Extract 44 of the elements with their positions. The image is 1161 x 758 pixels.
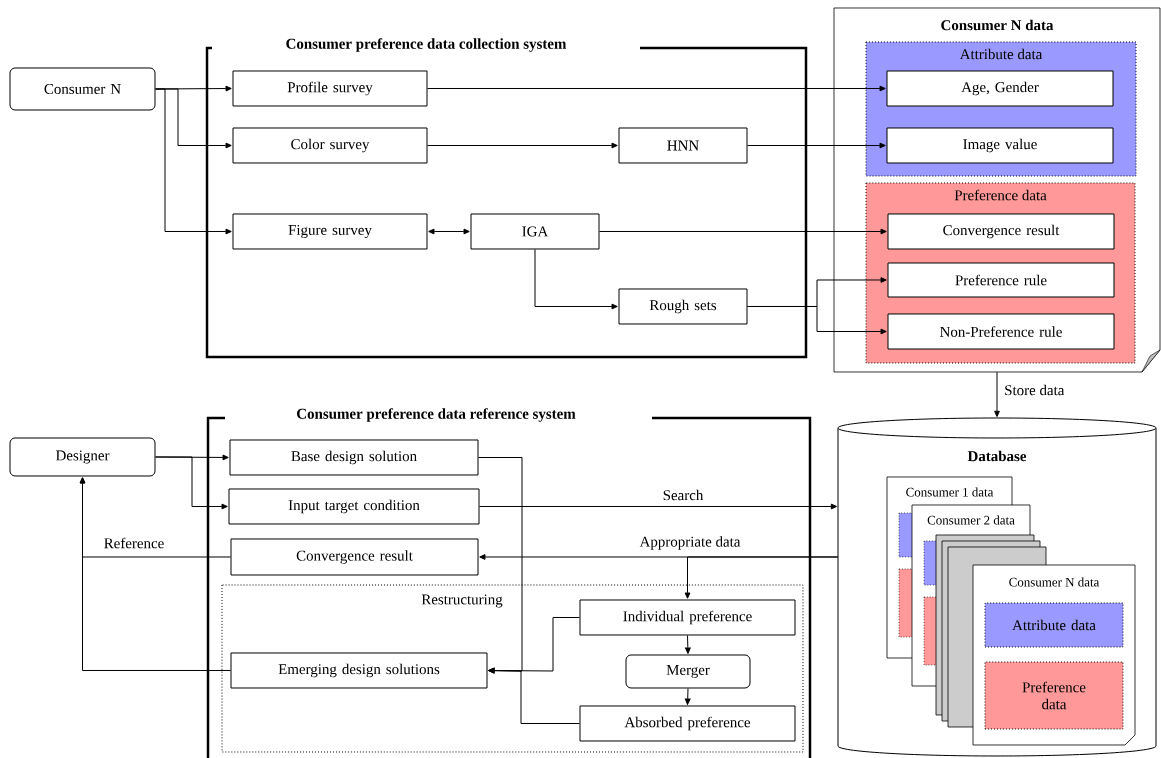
process-box: Individual preference [579,599,796,636]
process-box: Rough sets [618,288,748,325]
process-box: Figure survey [232,213,428,250]
process-box: Input target condition [228,488,480,525]
rounded-box: Designer [9,437,156,477]
process-box: Convergence result [887,213,1115,250]
arrow [684,635,691,654]
arrow [155,88,232,235]
arrow [599,228,887,235]
process-box: HNN [618,127,748,164]
process-box: Convergence result [230,538,479,576]
node-label: Database [967,450,1027,462]
process-box: Age, Gender [886,70,1114,107]
arrow [994,371,1000,418]
arrow [684,688,691,705]
arrow [478,457,523,674]
process-box: Color survey [232,127,428,164]
arrow [427,142,618,149]
process-box: Non-Preference rule [887,313,1115,350]
rounded-box: Merger [625,654,751,689]
edge-label: Reference [102,536,166,550]
arrow [427,85,886,92]
process-box: Preference rule [887,262,1115,298]
arrow [488,667,580,724]
process-box: Absorbed preference [579,705,796,742]
edge-label: Store data [1003,383,1066,397]
arrow [79,477,231,671]
arrow [428,228,470,235]
arrow [684,556,839,599]
edge-label: Search [661,488,705,502]
process-box: Base design solution [229,439,479,476]
process-box: Profile survey [232,70,428,107]
process-box: Image value [886,127,1114,164]
arrow [479,503,838,510]
arrow [747,142,886,149]
process-box: Emerging design solutions [230,652,488,689]
edge-label: Appropriate data [638,535,742,551]
data-group: Preference data [984,661,1124,730]
process-box: IGA [470,213,600,250]
arrow [747,306,887,335]
arrow [534,249,618,310]
data-group: Attribute data [984,602,1124,648]
arrow [155,456,228,510]
rounded-box: Consumer N [9,67,156,111]
